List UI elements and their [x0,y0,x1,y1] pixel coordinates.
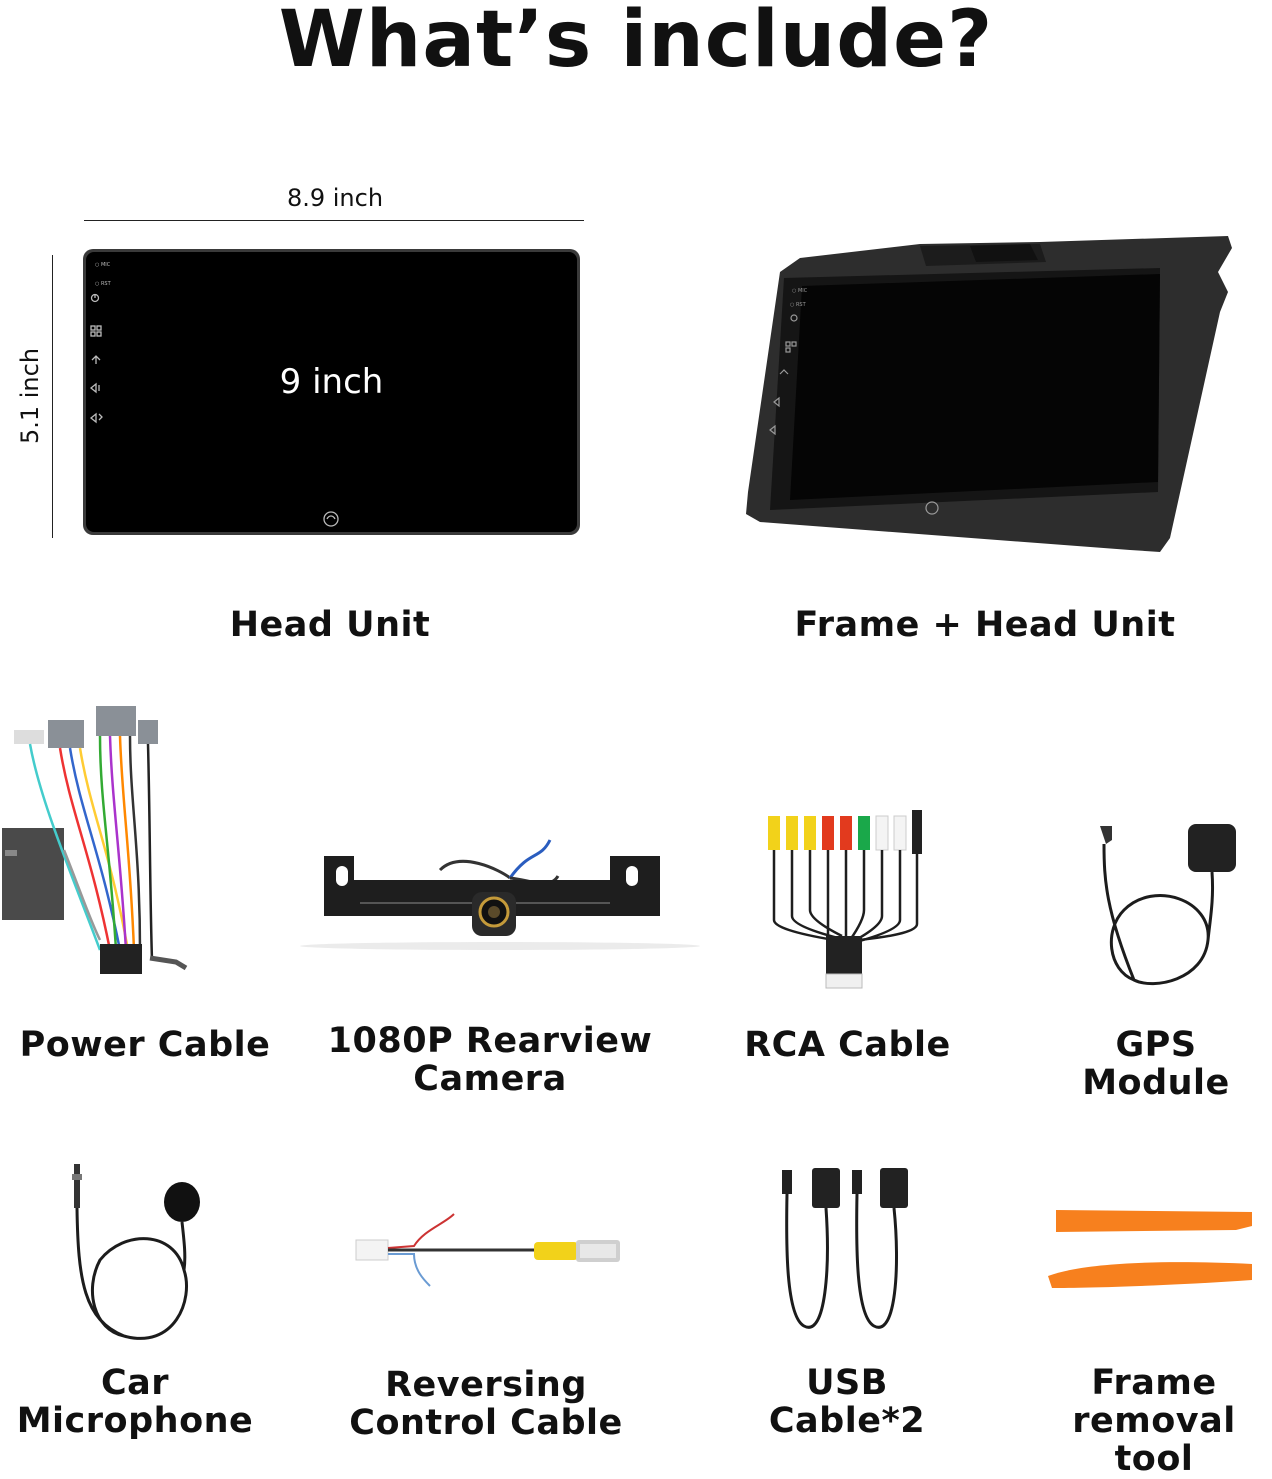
frame-mic-label: ○ MIC [792,288,808,294]
gps-module-caption-line1: GPS Module [1082,1025,1230,1103]
rearview-camera-caption-line2: Camera [413,1059,567,1099]
usb-cable-caption-line2: Cable*2 [768,1401,926,1441]
frame-removal-tool-caption-line1: Frame [1091,1363,1217,1403]
usb-cables-image [782,1168,908,1329]
reversing-control-cable-image [355,1213,620,1287]
reversing-control-cable-caption: Reversing Control Cable [316,1366,656,1442]
frame-removal-tool-caption: Frame removal tool [1036,1364,1272,1478]
gps-module-caption: GPS Module [1040,1026,1272,1102]
gps-module-image [1100,824,1236,986]
rca-cable-caption-line1: RCA Cable [744,1025,951,1065]
car-microphone-image [72,1164,200,1340]
width-dimension-label: 8.9 inch [286,184,384,212]
frame-head-unit-caption: Frame + Head Unit [794,605,1176,645]
car-microphone-caption: Car Microphone [0,1364,270,1440]
reversing-control-cable-caption-line2: Control Cable [349,1403,623,1443]
head-unit-screen-graphic: ○ MIC ○ RST [83,249,580,535]
page-title: What’s include? [278,0,994,85]
rst-label: ○ RST [95,281,112,287]
mic-label: ○ MIC [95,262,111,268]
rearview-camera-caption: 1080P Rearview Camera [300,1022,680,1098]
rca-cable-image [768,810,922,989]
frame-removal-tool-image [1048,1210,1252,1288]
reversing-control-cable-caption-line1: Reversing [385,1365,587,1405]
power-cable-caption-line1: Power Cable [19,1025,271,1065]
screen-size-label: 9 inch [279,362,384,402]
frame-rst-label: ○ RST [790,302,807,308]
frame-removal-tool-caption-line2: removal tool [1072,1401,1236,1479]
usb-cable-caption-line1: USB [806,1363,888,1403]
power-cable-image [2,706,188,974]
rearview-camera-image [300,839,700,950]
head-unit-caption: Head Unit [229,605,431,645]
width-dimension-line [84,220,584,221]
car-microphone-caption-line1: Car [100,1363,170,1403]
frame-head-unit-image: ○ MIC ○ RST [746,236,1232,552]
usb-cable-caption: USB Cable*2 [720,1364,974,1440]
head-unit-image: ○ MIC ○ RST 9 inch [82,248,581,536]
rearview-camera-caption-line1: 1080P Rearview [327,1021,653,1061]
height-dimension-line [52,255,53,538]
rca-cable-caption: RCA Cable [700,1026,995,1064]
car-microphone-caption-line2: Microphone [16,1401,254,1441]
height-dimension-label: 5.1 inch [16,347,44,445]
power-cable-caption: Power Cable [0,1026,290,1064]
